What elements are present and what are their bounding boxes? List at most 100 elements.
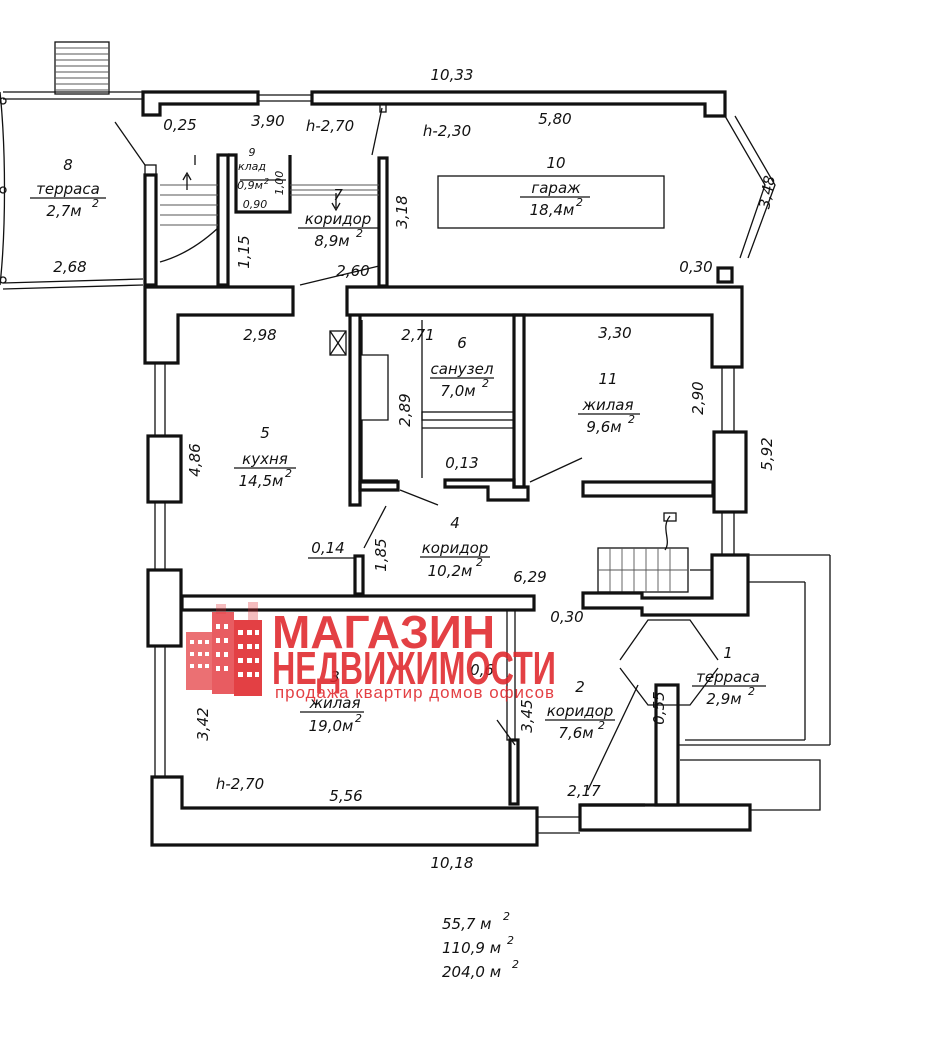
- svg-text:2,60: 2,60: [336, 262, 369, 280]
- dim-bottom-total: 10,18: [431, 854, 474, 872]
- watermark-logo: МАГАЗИН НЕДВИЖИМОСТИ продажа квартир дом…: [186, 602, 556, 702]
- room-6-label: 6 санузел 7,0м 2: [430, 334, 494, 400]
- svg-text:2: 2: [482, 377, 489, 390]
- svg-text:5,56: 5,56: [329, 787, 362, 805]
- room-10-name: гараж: [531, 179, 581, 197]
- brand-tagline: продажа квартир домов офисов: [275, 683, 555, 702]
- svg-text:3,42: 3,42: [194, 707, 212, 740]
- svg-text:3,48: 3,48: [755, 174, 779, 210]
- svg-text:3,90: 3,90: [251, 112, 284, 130]
- exterior-stairs-top: [54, 41, 110, 95]
- svg-text:6,29: 6,29: [513, 568, 546, 586]
- room-6-area: 7,0м: [440, 382, 475, 400]
- svg-text:2: 2: [628, 413, 635, 426]
- total-2: 110,9 м: [442, 939, 501, 957]
- svg-text:2,90: 2,90: [689, 381, 707, 414]
- svg-text:5,80: 5,80: [538, 110, 571, 128]
- room-3-area: 19,0м: [309, 717, 354, 735]
- total-1: 55,7 м: [442, 915, 491, 933]
- room-7-label: 7 коридор 8,9м 2: [298, 186, 378, 250]
- svg-text:2,68: 2,68: [53, 258, 86, 276]
- room-3-label: 3 жилая 19,0м 2: [300, 668, 364, 735]
- svg-text:2: 2: [512, 958, 519, 971]
- room-2-number: 2: [575, 678, 585, 696]
- room-7-number: 7: [333, 186, 343, 204]
- room-1-number: 1: [723, 644, 733, 662]
- svg-text:2,89: 2,89: [396, 393, 414, 426]
- room-8-number: 8: [63, 156, 73, 174]
- dim-top-total: 10,33: [431, 66, 474, 84]
- room-4-label: 4 коридор 10,2м 2: [420, 514, 490, 580]
- svg-text:5,92: 5,92: [758, 437, 776, 470]
- svg-text:0,14: 0,14: [311, 539, 344, 557]
- svg-text:0,55: 0,55: [650, 691, 668, 724]
- room-9-area: 0,9м: [237, 179, 263, 192]
- room-8-area: 2,7м: [46, 202, 81, 220]
- svg-text:h-2,70: h-2,70: [216, 775, 264, 793]
- svg-text:2: 2: [285, 467, 292, 480]
- svg-text:3,18: 3,18: [393, 195, 411, 228]
- room-4-name: коридор: [422, 539, 489, 557]
- room-3-number: 3: [330, 668, 340, 686]
- svg-text:0,25: 0,25: [163, 116, 196, 134]
- room-10-area: 18,4м: [530, 201, 575, 219]
- room-1-area: 2,9м: [706, 690, 741, 708]
- svg-text:2,71: 2,71: [401, 326, 434, 344]
- area-totals: 55,7 м 2 110,9 м 2 204,0 м 2: [442, 910, 519, 981]
- room-2-label: 2 коридор 7,6м 2: [545, 678, 615, 742]
- room-9-label: 9 клад 0,9м 2: [237, 146, 269, 192]
- svg-text:0,13: 0,13: [445, 454, 478, 472]
- room-3-name: жилая: [308, 694, 360, 712]
- room-5-name: кухня: [242, 450, 288, 468]
- room-2-name: коридор: [547, 702, 614, 720]
- room-8-label: 8 терраса 2,7м 2: [30, 156, 106, 220]
- svg-text:1,15: 1,15: [235, 235, 253, 268]
- room-5-area: 14,5м: [239, 472, 284, 490]
- room-5-label: 5 кухня 14,5м 2: [234, 424, 296, 490]
- corridor-4-block: [308, 489, 712, 596]
- room-5-number: 5: [260, 424, 270, 442]
- svg-text:2: 2: [264, 177, 269, 186]
- room-10-label: 10 гараж 18,4м 2: [520, 154, 590, 219]
- svg-text:1,00: 1,00: [273, 171, 286, 196]
- svg-text:2: 2: [356, 227, 363, 240]
- sanuzel-6-walls: [329, 313, 715, 507]
- svg-text:3,30: 3,30: [598, 324, 631, 342]
- room-9-name: клад: [238, 160, 266, 173]
- svg-text:2: 2: [748, 685, 755, 698]
- room-11-area: 9,6м: [586, 418, 621, 436]
- svg-text:2,98: 2,98: [243, 326, 276, 344]
- svg-text:2: 2: [476, 556, 483, 569]
- room-7-name: коридор: [305, 210, 372, 228]
- room-10-number: 10: [546, 154, 565, 172]
- room-6-number: 6: [457, 334, 467, 352]
- room-4-area: 10,2м: [428, 562, 473, 580]
- svg-text:2: 2: [598, 719, 605, 732]
- room-6-name: санузел: [431, 360, 494, 378]
- svg-text:2: 2: [355, 712, 362, 725]
- room-1-label: 1 терраса 2,9м 2: [692, 644, 766, 708]
- dimension-labels: 10,33 3,90 0,25 h-2,70 h-2,30 5,80 3,48 …: [53, 66, 779, 872]
- svg-text:h-2,70: h-2,70: [306, 117, 354, 135]
- svg-text:0,6: 0,6: [470, 661, 494, 679]
- brand-line-1: МАГАЗИН: [272, 606, 495, 658]
- svg-text:2: 2: [576, 196, 583, 209]
- svg-text:0,30: 0,30: [550, 608, 583, 626]
- svg-text:2: 2: [507, 934, 514, 947]
- room-4-number: 4: [450, 514, 460, 532]
- svg-text:4,86: 4,86: [186, 443, 204, 476]
- svg-text:9: 9: [249, 146, 256, 159]
- svg-text:h-2,30: h-2,30: [423, 122, 471, 140]
- brand-line-2: НЕДВИЖИМОСТИ: [272, 642, 556, 694]
- room-1-name: терраса: [696, 668, 760, 686]
- svg-text:0,90: 0,90: [243, 198, 268, 211]
- room-8-squared: 2: [92, 197, 99, 210]
- room-11-label: 11 жилая 9,6м 2: [578, 370, 640, 436]
- room-8-name: терраса: [36, 180, 100, 198]
- room-2-area: 7,6м: [558, 724, 593, 742]
- room-11-name: жилая: [581, 396, 633, 414]
- svg-text:2: 2: [503, 910, 510, 923]
- svg-text:0,30: 0,30: [679, 258, 712, 276]
- main-outer-walls: [143, 285, 752, 847]
